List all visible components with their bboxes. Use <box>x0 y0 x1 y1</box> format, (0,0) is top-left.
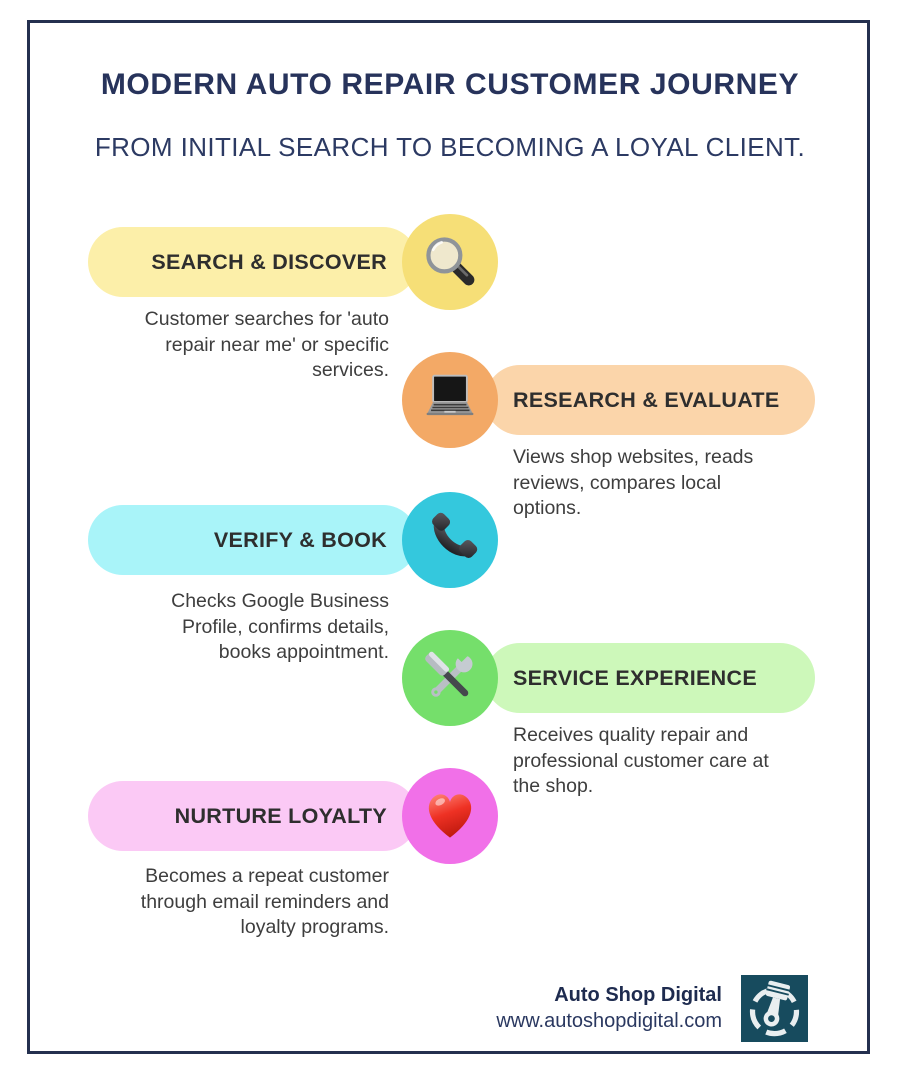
description-line: reviews, compares local <box>513 471 722 494</box>
step-pill: NURTURE LOYALTY <box>88 781 418 851</box>
description-line: professional customer care at <box>513 749 769 772</box>
description-line: the shop. <box>513 775 594 797</box>
heart-icon <box>428 794 472 838</box>
step-description: Customer searches for 'auto repair near … <box>88 307 389 384</box>
page-subtitle: FROM INITIAL SEARCH TO BECOMING A LOYAL … <box>94 132 806 162</box>
description-line: Receives quality repair and <box>513 724 749 746</box>
description-line: loyalty programs. <box>240 916 389 938</box>
step-label: NURTURE LOYALTY <box>174 803 387 828</box>
description-line: repair near me' or specific <box>165 333 389 356</box>
step-description: Checks Google Business Profile, confirms… <box>88 589 389 666</box>
laptop-icon <box>426 374 474 416</box>
description-line: services. <box>312 359 389 381</box>
step-description: Becomes a repeat customer through email … <box>88 864 389 941</box>
magnifying-glass-icon <box>426 237 475 286</box>
footer-brand-name: Auto Shop Digital <box>554 984 722 1006</box>
footer-website-url: www.autoshopdigital.com <box>496 1010 722 1032</box>
step-label: SEARCH & DISCOVER <box>151 249 387 274</box>
piston-logo-icon <box>741 975 808 1042</box>
step-label: VERIFY & BOOK <box>213 527 387 552</box>
page-title: MODERN AUTO REPAIR CUSTOMER JOURNEY <box>100 68 800 101</box>
step-icon-circle <box>402 768 498 864</box>
step-pill: SERVICE EXPERIENCE <box>485 643 815 713</box>
step-icon-circle <box>402 214 498 310</box>
description-line: Customer searches for 'auto <box>144 308 389 330</box>
step-icon-circle <box>402 492 498 588</box>
step-pill: RESEARCH & EVALUATE <box>485 365 815 435</box>
step-description: Views shop websites, reads reviews, comp… <box>513 445 815 522</box>
step-icon-circle <box>402 352 498 448</box>
step-label: RESEARCH & EVALUATE <box>513 387 780 412</box>
description-line: books appointment. <box>218 641 389 663</box>
description-line: Becomes a repeat customer <box>145 865 389 887</box>
step-pill: SEARCH & DISCOVER <box>88 227 418 297</box>
description-line: Profile, confirms details, <box>182 615 389 638</box>
step-pill: VERIFY & BOOK <box>88 505 418 575</box>
hammer-wrench-icon <box>425 648 473 697</box>
description-line: Checks Google Business <box>171 590 389 612</box>
description-line: through email reminders and <box>140 890 389 913</box>
step-icon-circle <box>402 630 498 726</box>
step-label: SERVICE EXPERIENCE <box>513 665 757 690</box>
description-line: Views shop websites, reads <box>513 446 754 468</box>
phone-receiver-icon <box>432 512 478 558</box>
piston-logo <box>741 975 808 1042</box>
description-line: options. <box>513 497 582 519</box>
step-description: Receives quality repair and professional… <box>513 723 815 800</box>
